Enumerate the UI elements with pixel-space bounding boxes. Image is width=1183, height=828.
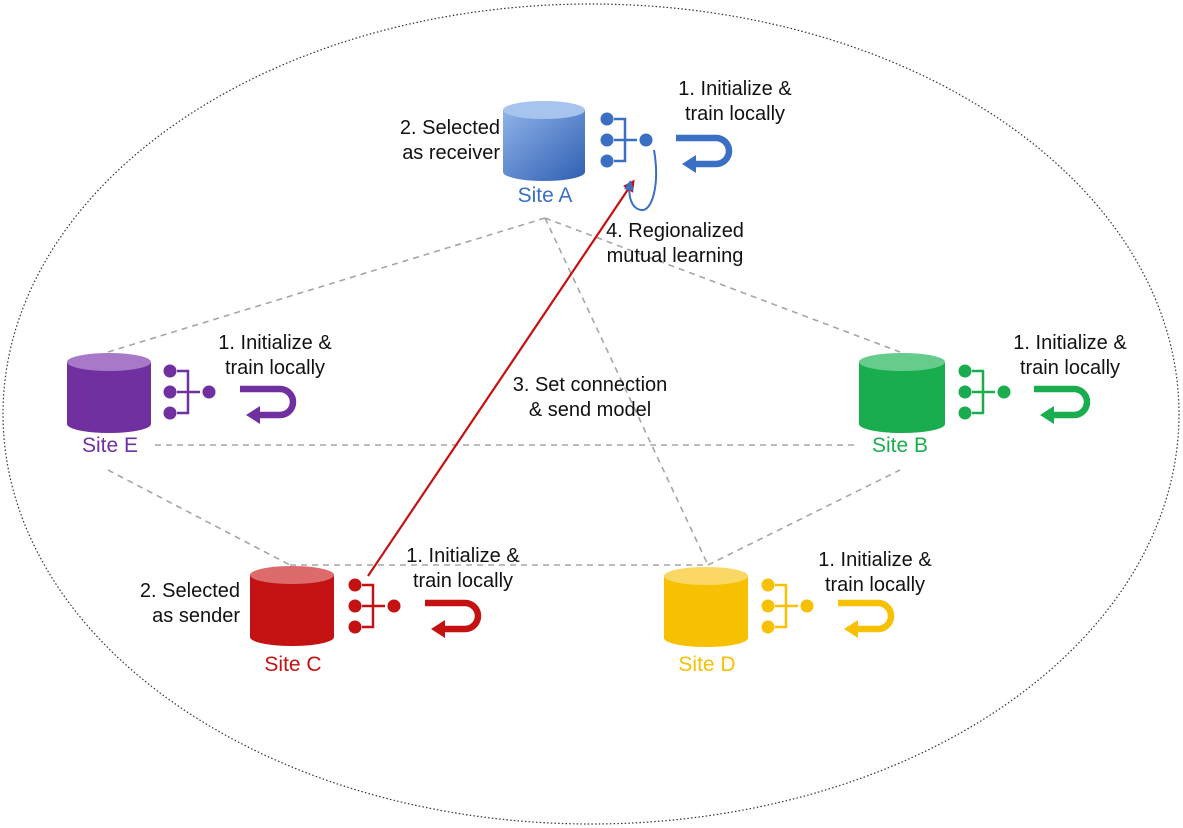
site-a-init-line2: train locally	[684, 103, 786, 125]
mutual-learning-arrow	[623, 149, 658, 211]
site-c-role-line1: 2. Selected	[139, 580, 240, 602]
site-d-database-icon-body	[664, 576, 748, 647]
site-b-loop-arrow-icon	[1034, 385, 1091, 424]
site-d-loop-arrow-icon	[838, 599, 895, 638]
link-e-c	[107, 469, 291, 566]
site-b-init-line2: train locally	[1019, 357, 1121, 379]
mutual-learning-line2: mutual learning	[606, 245, 744, 267]
site-b-init-line1: 1. Initialize &	[1013, 332, 1127, 354]
site-d-name: Site D	[678, 653, 736, 676]
site-a-loop-arrow-icon	[676, 134, 733, 173]
site-d-model-icon	[761, 578, 814, 634]
site-e-database-icon-body	[67, 362, 151, 433]
site-d-init-line2: train locally	[824, 574, 926, 596]
mutual-learning-line1: 4. Regionalized	[606, 220, 744, 242]
link-a-d	[544, 217, 709, 566]
site-e-model-icon	[163, 364, 216, 420]
connection-line2: & send model	[528, 399, 652, 421]
site-a-role-label: 2. Selected as receiver	[360, 116, 500, 166]
site-b-name: Site B	[871, 434, 929, 457]
connection-line1: 3. Set connection	[512, 374, 668, 396]
site-e-database-icon-top	[67, 353, 151, 371]
site-c-loop-arrow-icon	[425, 599, 482, 638]
site-d-init-label: 1. Initialize & train locally	[800, 548, 950, 598]
site-d-database-icon-top	[664, 567, 748, 585]
site-c-database-icon-top	[250, 566, 334, 584]
site-e-init-label: 1. Initialize & train locally	[200, 331, 350, 381]
link-d-b	[707, 469, 901, 566]
site-a-model-icon	[600, 112, 653, 168]
site-c-database-icon-body	[250, 575, 334, 646]
site-a-init-label: 1. Initialize & train locally	[660, 77, 810, 127]
send-model-arrow	[367, 179, 635, 577]
site-a-database-icon-body	[503, 110, 585, 181]
site-e-init-line1: 1. Initialize &	[218, 332, 332, 354]
site-c-model-icon	[348, 578, 401, 634]
connection-label: 3. Set connection & send model	[500, 373, 680, 423]
site-b-database-icon-body	[859, 362, 945, 433]
site-a-database-icon-top	[503, 101, 585, 119]
site-c-init-line1: 1. Initialize &	[406, 545, 520, 567]
network-boundary	[2, 3, 1180, 825]
site-b-database-icon-top	[859, 353, 945, 371]
site-e-loop-arrow-icon	[240, 385, 297, 424]
site-e-name: Site E	[81, 434, 139, 457]
site-a-role-line1: 2. Selected	[399, 117, 500, 139]
site-e-init-line2: train locally	[224, 357, 326, 379]
link-a-b	[544, 217, 901, 353]
site-c-init-label: 1. Initialize & train locally	[388, 544, 538, 594]
site-c-init-line2: train locally	[412, 570, 514, 592]
site-a-name: Site A	[517, 184, 573, 207]
site-a-role-line2: as receiver	[402, 142, 500, 164]
site-c-name: Site C	[264, 653, 322, 676]
site-d-init-line1: 1. Initialize &	[818, 549, 932, 571]
site-b-init-label: 1. Initialize & train locally	[995, 331, 1145, 381]
mutual-learning-label: 4. Regionalized mutual learning	[595, 219, 755, 269]
site-c-role-line2: as sender	[152, 605, 240, 627]
site-a-init-line1: 1. Initialize &	[678, 78, 792, 100]
site-c-role-label: 2. Selected as sender	[100, 579, 240, 629]
site-b-model-icon	[958, 364, 1011, 420]
